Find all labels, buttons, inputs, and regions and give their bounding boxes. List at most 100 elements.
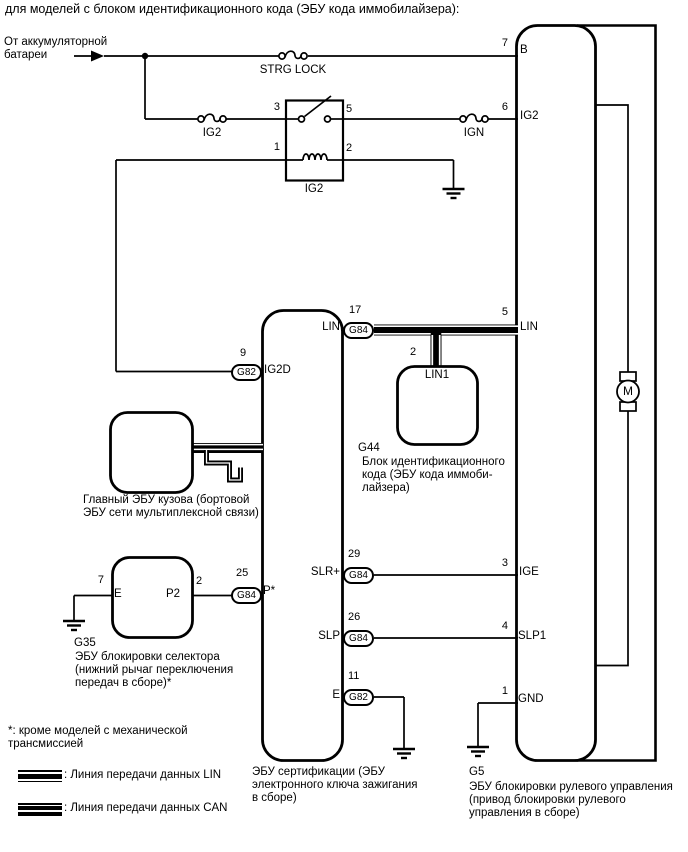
steering-pin-b-label: B	[520, 44, 528, 56]
fuse-ig2-symbol	[197, 113, 227, 123]
wire-coil-ground	[343, 159, 465, 200]
cert-pin-slr-label: SLR+	[310, 566, 340, 578]
relay-pin1-number: 1	[273, 141, 280, 153]
steering-pin-ig2-number: 6	[501, 101, 508, 113]
footnote-line1: *: кроме моделей с механической	[8, 725, 188, 737]
cert-pin-slp-number: 26	[348, 611, 361, 623]
connector-code: G84	[349, 324, 368, 336]
cert-pin-ig2d-number: 9	[240, 347, 247, 359]
connector-code: G84	[237, 589, 256, 601]
steering-caption-line3: управления в сборе)	[469, 807, 580, 819]
selector-pin-e-number: 7	[97, 574, 104, 586]
connector-code: G84	[349, 569, 368, 581]
steering-pin-ig2-label: IG2	[520, 110, 539, 122]
fuse-strg-lock-label: STRG LOCK	[259, 64, 327, 76]
idcode-caption-line2: кода (ЭБУ кода иммоби-	[362, 469, 493, 481]
motor-symbol	[594, 104, 640, 667]
legend-lin-label: : Линия передачи данных LIN	[64, 769, 222, 781]
footnote-line2: трансмиссией	[8, 738, 84, 750]
steering-pin-lin-label: LIN	[520, 321, 538, 333]
cert-pin-lin-number: 17	[349, 304, 362, 316]
steering-pin-gnd-label: GND	[518, 693, 544, 705]
relay-name: IG2	[304, 183, 324, 195]
cert-pin-p-label: P*	[263, 585, 276, 597]
cert-caption-line3: в сборе)	[252, 792, 297, 804]
wire-gnd-ground	[467, 702, 518, 758]
selector-caption-line3: передач в сборе)*	[75, 677, 172, 689]
legend-can-label: : Линия передачи данных CAN	[64, 802, 228, 814]
selector-pin-p2-label: P2	[166, 588, 181, 600]
steering-pin-lin-number: 5	[501, 306, 508, 318]
steering-caption-line1: ЭБУ блокировки рулевого управления	[469, 781, 673, 793]
steering-pin-slp1-label: SLP1	[518, 630, 547, 642]
steering-lock-ecu-outline	[577, 24, 657, 762]
switch-contact-left	[297, 115, 306, 123]
selector-pin-e-label: E	[114, 588, 122, 600]
motor-letter: M	[623, 384, 633, 398]
connector-g84-slr: G84	[343, 567, 374, 584]
relay-pin5-number: 5	[346, 103, 353, 115]
relay-pin2-number: 2	[346, 142, 353, 154]
wire-selector-e-ground	[63, 594, 113, 632]
steering-pin-gnd-number: 1	[501, 685, 508, 697]
ground-symbol-e	[393, 747, 415, 760]
battery-label-line1: От аккумуляторной	[4, 36, 108, 48]
cert-pin-e-label: E	[332, 689, 340, 701]
idcode-caption-line1: Блок идентификационного	[362, 456, 505, 468]
cert-ecu-box	[261, 309, 344, 762]
fuse-strg-lock-symbol	[278, 50, 308, 60]
battery-label-line2: батареи	[4, 49, 48, 61]
cert-pin-e-number: 11	[348, 670, 360, 682]
connector-code: G84	[349, 632, 368, 644]
legend-can-line-swatch	[18, 803, 62, 816]
wire-e-ground	[374, 696, 415, 760]
connector-code: G82	[237, 366, 256, 378]
relay-pin3-number: 3	[273, 101, 280, 113]
steering-ground-code: G5	[469, 766, 485, 778]
cert-caption-line1: ЭБУ сертификации (ЭБУ	[252, 766, 385, 778]
cert-pin-ig2d-label: IG2D	[264, 364, 291, 376]
wire-battery-feed	[74, 50, 518, 62]
relay-coil	[302, 153, 328, 161]
ground-symbol-g5	[467, 745, 489, 758]
selector-ground-code: G35	[74, 637, 96, 649]
connector-g82-ig2d: G82	[231, 364, 262, 381]
selector-ecu-box	[111, 556, 194, 639]
cert-caption-line2: электронного ключа зажигания	[252, 779, 418, 791]
ground-symbol-g35	[63, 619, 85, 632]
steering-pin-ige-number: 3	[501, 557, 508, 569]
legend-lin-line-swatch	[18, 770, 62, 783]
connector-code: G82	[349, 691, 368, 703]
wire-ig2d	[115, 159, 303, 373]
wire-ig2-row	[144, 56, 286, 120]
lin-bus	[374, 324, 518, 366]
body-ecu-caption-line2: ЭБУ сети мультиплексной связи)	[83, 507, 259, 519]
steering-caption-line2: (привод блокировки рулевого	[469, 794, 626, 806]
id-code-ecu-box	[396, 365, 479, 446]
selector-caption-line1: ЭБУ блокировки селектора	[75, 651, 220, 663]
cert-pin-slp-label: SLP	[318, 630, 340, 642]
switch-blade	[303, 95, 332, 118]
battery-arrow	[91, 50, 104, 62]
cert-pin-lin-label: LIN	[322, 321, 340, 333]
relay-ig2	[284, 95, 345, 182]
diagram-title: для моделей с блоком идентификационного …	[5, 2, 460, 16]
idcode-pin-lin1-label: LIN1	[424, 369, 450, 381]
steering-pin-slp1-number: 4	[501, 620, 508, 632]
selector-caption-line2: (нижний рычаг переключения	[75, 664, 234, 676]
idcode-caption-line3: лайзера)	[362, 482, 410, 494]
fuse-ign-label: IGN	[463, 127, 485, 139]
fuse-ign-symbol	[459, 113, 489, 123]
steering-ecu-box	[515, 24, 597, 762]
steering-pin-ige-label: IGE	[519, 566, 539, 578]
can-bus	[191, 443, 263, 483]
fuse-ig2-label: IG2	[202, 127, 222, 139]
cert-pin-slr-number: 29	[348, 548, 361, 560]
connector-g84-slp: G84	[343, 630, 374, 647]
body-ecu-caption-line1: Главный ЭБУ кузова (бортовой	[83, 494, 250, 506]
twisted-pair-symbol	[204, 450, 243, 483]
idcode-pin-number: 2	[410, 346, 417, 358]
idcode-connector-code: G44	[358, 442, 380, 454]
